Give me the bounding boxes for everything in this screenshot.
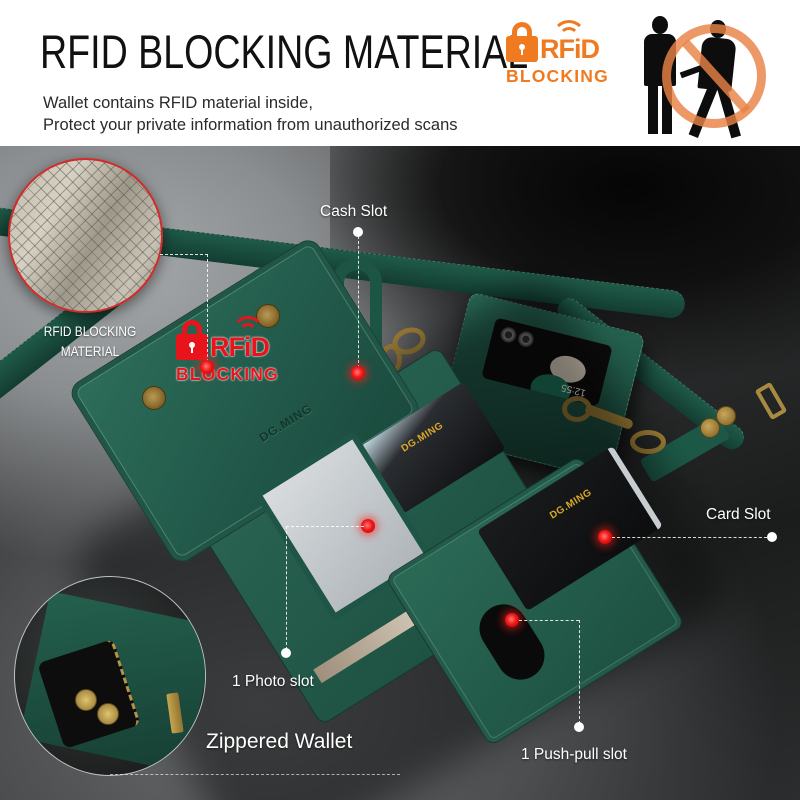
page-title: RFID BLOCKING MATERIAL: [40, 25, 529, 78]
rfid-text: RFiD: [210, 332, 270, 362]
wifi-wave-icon: [559, 27, 579, 47]
person-leg: [662, 84, 672, 134]
wifi-wave-icon: [232, 316, 264, 348]
rivet-icon: [716, 406, 736, 426]
callout-photo-slot: 1 Photo slot: [232, 673, 314, 690]
callout-line: [207, 254, 208, 362]
hotspot-card-slot[interactable]: [598, 530, 612, 544]
callout-zippered-wallet: Zippered Wallet: [206, 730, 353, 753]
person-leg: [648, 84, 658, 134]
lock-shackle: [182, 320, 202, 340]
blocking-text: BLOCKING: [506, 66, 609, 86]
rfid-material-closeup: [8, 158, 163, 313]
callout-line: [579, 620, 580, 724]
hotspot-cash-slot[interactable]: [351, 366, 365, 380]
callout-line: [160, 254, 208, 255]
rfid-blocking-badge-red: RFiD BLOCKING: [176, 316, 286, 390]
coin-icon: [75, 689, 97, 711]
callout-line: [358, 236, 359, 368]
callout-line: [286, 526, 364, 527]
rfid-text: RFiD: [540, 34, 600, 64]
rfid-blocking-badge: RFiD BLOCKING: [506, 20, 616, 92]
subtitle-line-2: Protect your private information from un…: [43, 116, 458, 134]
prohibited-circle-icon: [662, 24, 766, 128]
callout-endpoint: [767, 532, 777, 542]
callout-cash-slot: Cash Slot: [320, 203, 388, 220]
card-brand: DG.MING: [399, 420, 446, 455]
callout-rfid-line2: MATERIAL: [60, 344, 120, 359]
lock-shackle: [512, 22, 532, 42]
keyhole-slot: [191, 346, 193, 353]
callout-rfid-line1: RFID BLOCKING: [43, 324, 137, 339]
wifi-wave-icon: [552, 20, 586, 54]
callout-underline: [110, 774, 400, 775]
blocking-text: BLOCKING: [176, 364, 279, 384]
person-head: [652, 16, 668, 34]
callout-push-pull-slot: 1 Push-pull slot: [521, 746, 627, 763]
hotspot-push-pull-slot[interactable]: [505, 613, 519, 627]
carabiner-icon: [630, 430, 666, 454]
subtitle-line-1: Wallet contains RFID material inside,: [43, 94, 313, 112]
rivet-icon: [700, 418, 720, 438]
coin-icon: [97, 703, 119, 725]
callout-line: [612, 537, 772, 538]
wifi-wave-icon: [239, 323, 257, 341]
hotspot-rfid-material[interactable]: [200, 360, 214, 374]
snap-button-icon: [142, 386, 166, 410]
card-brand: DG.MING: [548, 487, 595, 522]
callout-endpoint: [574, 722, 584, 732]
callout-rfid-material: RFID BLOCKING MATERIAL: [37, 322, 143, 362]
carabiner-icon: [562, 396, 592, 422]
product-photo: 12:55 DG.MING DG.MING DG.MING RFiD BLOCK…: [0, 146, 800, 800]
callout-line: [519, 620, 579, 621]
zippered-wallet-closeup: [14, 576, 206, 776]
keyhole-icon: [519, 44, 525, 50]
subtitle: Wallet contains RFID material inside, Pr…: [43, 92, 458, 136]
header-banner: RFID BLOCKING MATERIAL Wallet contains R…: [0, 0, 800, 146]
keyhole-slot: [521, 48, 523, 55]
callout-endpoint: [353, 227, 363, 237]
callout-card-slot: Card Slot: [706, 506, 771, 523]
hotspot-photo-slot[interactable]: [361, 519, 375, 533]
callout-line: [286, 526, 287, 650]
callout-endpoint: [281, 648, 291, 658]
keyhole-icon: [189, 342, 195, 348]
